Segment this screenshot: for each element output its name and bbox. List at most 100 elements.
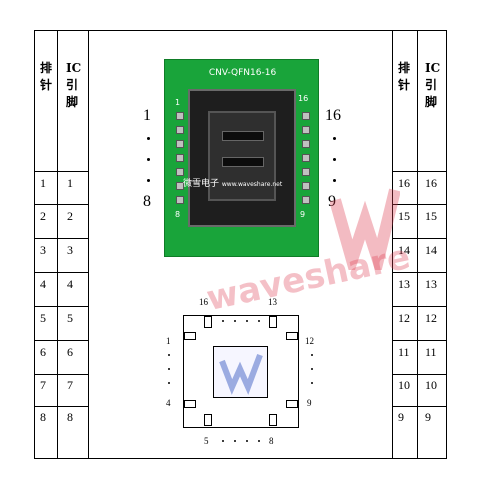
header-pin [176, 182, 184, 190]
pad [286, 332, 298, 340]
dot [168, 354, 170, 356]
right-pin-cell: 10 [398, 378, 410, 392]
grid-line [392, 406, 447, 407]
socket-slot [222, 131, 264, 141]
header-pin [176, 126, 184, 134]
grid-line [417, 30, 418, 459]
grid-line [446, 30, 447, 459]
pin-table [34, 30, 447, 459]
pad [269, 316, 277, 328]
dot [168, 368, 170, 370]
dot [258, 440, 260, 442]
dot [258, 320, 260, 322]
left-ic-cell: 8 [67, 410, 73, 424]
dot [147, 137, 150, 140]
dot [333, 179, 336, 182]
pad [204, 316, 212, 328]
board-title: CNV-QFN16-16 [208, 68, 277, 78]
dot [234, 320, 236, 322]
header-pin [176, 140, 184, 148]
dot [147, 158, 150, 161]
board-pin-label: 1 [175, 98, 181, 107]
grid-line [34, 272, 89, 273]
left-ic-cell: 3 [67, 243, 73, 257]
left-pin-cell: 7 [40, 378, 46, 392]
grid-line [392, 272, 447, 273]
grid-line [34, 306, 89, 307]
diagram-pin-label-16: 16 [199, 297, 208, 307]
diagram-pin-label-8: 8 [269, 436, 274, 446]
dot [311, 368, 313, 370]
dot [234, 440, 236, 442]
dot [311, 382, 313, 384]
dot [168, 382, 170, 384]
board-pin-label: 8 [175, 210, 181, 219]
pad [184, 400, 196, 408]
header-left-pin: 排 针 [40, 61, 53, 92]
grid-line [34, 340, 89, 341]
right-ic-cell: 15 [425, 209, 437, 223]
adapter-board: CNV-QFN16-16 1 16 8 9 微雪电子 www.waveshare… [164, 59, 319, 257]
header-right-ic: IC 引 脚 [425, 61, 441, 109]
header-pin [302, 168, 310, 176]
grid-line [392, 238, 447, 239]
header-pin [302, 182, 310, 190]
board-pin-label: 16 [298, 94, 309, 103]
right-ic-cell: 10 [425, 378, 437, 392]
dot [222, 320, 224, 322]
grid-line [34, 458, 447, 459]
side-label-right-bottom: 9 [328, 193, 336, 210]
left-ic-cell: 7 [67, 378, 73, 392]
left-pin-cell: 8 [40, 410, 46, 424]
grid-line [34, 30, 35, 459]
socket-slot [222, 157, 264, 167]
grid-line [392, 204, 447, 205]
dot [333, 158, 336, 161]
qfn-outline [183, 315, 299, 428]
pad [269, 414, 277, 426]
left-ic-cell: 2 [67, 209, 73, 223]
grid-line [392, 171, 447, 172]
right-pin-cell: 11 [398, 345, 410, 359]
right-pin-cell: 16 [398, 176, 410, 190]
grid-line [392, 340, 447, 341]
grid-line [34, 171, 89, 172]
grid-line [392, 374, 447, 375]
right-ic-cell: 16 [425, 176, 437, 190]
right-ic-cell: 14 [425, 243, 437, 257]
right-ic-cell: 13 [425, 277, 437, 291]
right-pin-cell: 14 [398, 243, 410, 257]
header-pin [176, 154, 184, 162]
left-ic-cell: 6 [67, 345, 73, 359]
grid-line [88, 30, 89, 459]
header-pin [302, 126, 310, 134]
right-ic-cell: 12 [425, 311, 437, 325]
grid-line [392, 30, 393, 459]
pad [286, 400, 298, 408]
dot [147, 179, 150, 182]
diagram-pin-label-9: 9 [307, 398, 312, 408]
pad [204, 414, 212, 426]
dot [222, 440, 224, 442]
grid-line [34, 30, 447, 31]
side-label-left-bottom: 8 [143, 193, 151, 210]
side-label-right-top: 16 [325, 107, 341, 124]
grid-line [34, 238, 89, 239]
brand-name: 微雪电子 [183, 179, 220, 189]
board-pin-label: 9 [300, 210, 306, 219]
dot [246, 320, 248, 322]
left-ic-cell: 5 [67, 311, 73, 325]
right-pin-cell: 9 [398, 410, 404, 424]
left-pin-cell: 2 [40, 209, 46, 223]
left-pin-cell: 6 [40, 345, 46, 359]
header-pin [176, 196, 184, 204]
dot [333, 137, 336, 140]
right-pin-cell: 15 [398, 209, 410, 223]
right-ic-cell: 9 [425, 410, 431, 424]
left-pin-cell: 5 [40, 311, 46, 325]
grid-line [57, 30, 58, 459]
diagram-pin-label-4: 4 [166, 398, 171, 408]
dot [246, 440, 248, 442]
diagram-pin-label-12: 12 [305, 336, 314, 346]
grid-line [392, 306, 447, 307]
